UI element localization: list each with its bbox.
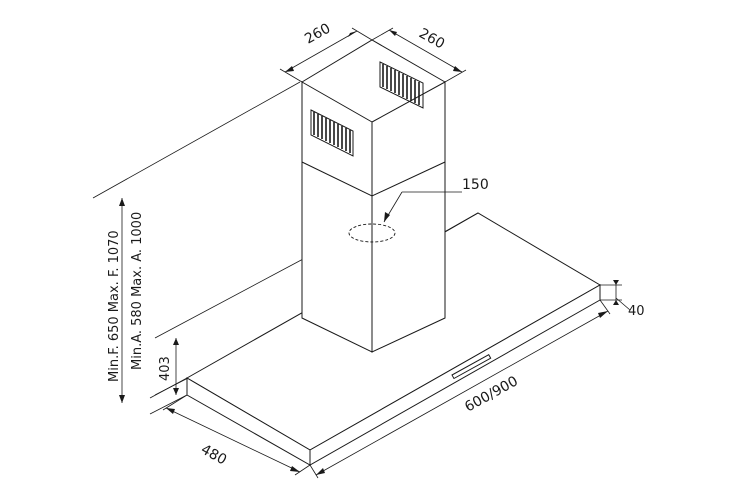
- label-canopy-width: 600/900: [462, 373, 521, 415]
- dim-canopy-height: 40: [600, 280, 645, 319]
- label-mounting-height: 403: [158, 356, 173, 381]
- chimney-right-face: [371, 81, 446, 353]
- dim-total-height: Min.A. 580 Max. A. 1000 Min.F. 650 Max. …: [107, 198, 145, 403]
- label-canopy-depth: 480: [198, 442, 229, 469]
- dim-chimney-width: 260: [279, 21, 373, 83]
- label-canopy-height: 40: [628, 304, 645, 319]
- dim-exhaust: 150: [383, 177, 489, 223]
- control-panel: [451, 353, 492, 380]
- label-height-range-a: Min.A. 580 Max. A. 1000: [130, 212, 145, 370]
- label-exhaust-diameter: 150: [462, 177, 489, 193]
- label-chimney-width: 260: [302, 21, 333, 48]
- chimney: [301, 39, 446, 353]
- dim-chimney-depth: 260: [371, 26, 467, 83]
- label-height-range-f: Min.F. 650 Max. F. 1070: [107, 230, 122, 382]
- exhaust-outlet: [348, 223, 396, 243]
- dim-mounting-height: 403: [158, 338, 179, 395]
- vent-grille-left: [310, 109, 354, 157]
- vent-grille-back: [379, 61, 424, 109]
